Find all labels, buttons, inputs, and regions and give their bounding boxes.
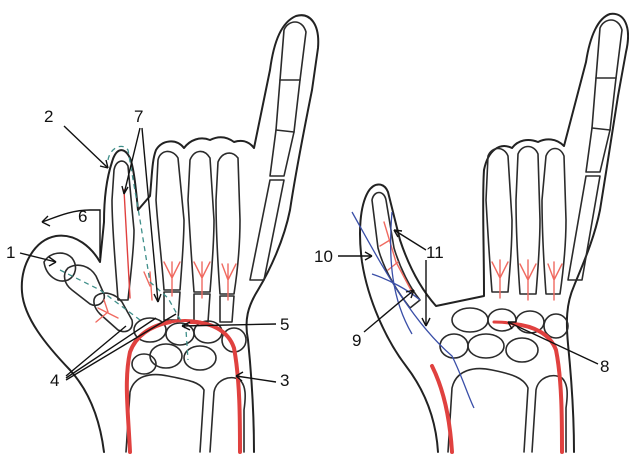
- label-1: 1: [6, 243, 15, 262]
- left-branch-1: [164, 262, 180, 296]
- left-palmar-arch: [170, 321, 200, 323]
- right-radius: [448, 369, 528, 452]
- left-raised-finger-joint-2: [276, 130, 294, 132]
- right-raised-finger-joint-2: [592, 128, 610, 130]
- right-carpal-7: [440, 334, 468, 358]
- right-carpal-1: [452, 308, 488, 332]
- left-carpal-7: [132, 354, 156, 374]
- right-hand-outline: [360, 14, 628, 452]
- leader-8: [508, 322, 598, 364]
- leader-7a: [124, 128, 140, 194]
- right-raised-finger: [586, 20, 622, 172]
- left-branch-4: [144, 272, 152, 300]
- label-5: 5: [280, 315, 289, 334]
- left-branch-thumb: [96, 300, 118, 322]
- left-carpal-5: [150, 344, 182, 368]
- left-thumb-metacarpal: [94, 293, 132, 331]
- left-ring-finger: [188, 151, 214, 292]
- left-branch-flap: [124, 190, 130, 298]
- right-radial-artery: [432, 366, 452, 452]
- label-4: 4: [50, 371, 59, 390]
- leader-5: [182, 324, 276, 326]
- label-2: 2: [44, 107, 53, 126]
- annotations: 1 2 7 6 5 3 4 10 11: [6, 107, 609, 390]
- left-thumb-proximal-phalanx: [65, 265, 105, 305]
- label-10: 10: [314, 247, 333, 266]
- left-hand: [22, 15, 318, 452]
- leader-4b: [66, 318, 156, 378]
- label-3: 3: [280, 371, 289, 390]
- right-middle-finger: [486, 149, 512, 293]
- label-7: 7: [134, 107, 143, 126]
- leader-4c: [66, 314, 176, 380]
- left-middle-finger: [156, 151, 184, 290]
- right-carpal-5: [468, 334, 504, 358]
- label-6: 6: [78, 207, 87, 226]
- label-11: 11: [426, 243, 444, 262]
- leader-2: [64, 126, 108, 168]
- left-carpal-6: [184, 346, 216, 370]
- left-metacarpal-4: [220, 296, 234, 322]
- left-raised-finger-metacarpal: [250, 180, 284, 280]
- label-8: 8: [600, 357, 609, 376]
- right-hand: [352, 14, 628, 452]
- leader-11a: [394, 230, 426, 250]
- leader-9: [364, 290, 414, 332]
- left-radius: [126, 375, 204, 452]
- left-index-flap-bone: [112, 161, 134, 300]
- right-carpal-6: [506, 338, 538, 362]
- label-9: 9: [352, 331, 361, 350]
- leader-4a: [66, 326, 126, 376]
